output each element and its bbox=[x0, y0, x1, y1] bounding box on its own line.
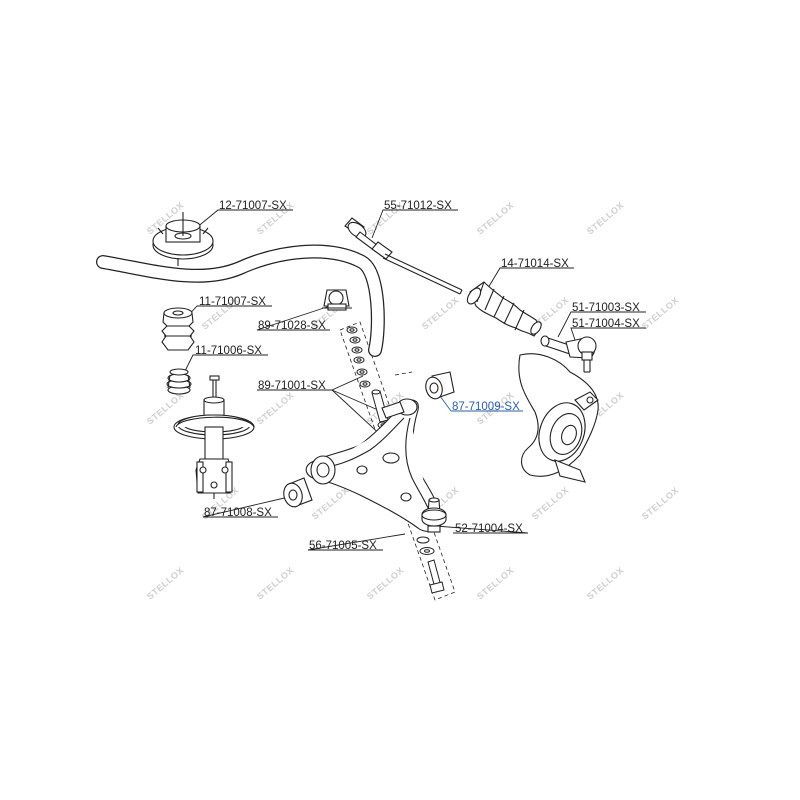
watermark-text: STELLOX bbox=[255, 565, 296, 602]
label-control-arm[interactable]: 56-71005-SX bbox=[309, 540, 377, 552]
assembly-guide bbox=[339, 321, 456, 601]
label-ball-joint[interactable]: 52-71004-SX bbox=[455, 523, 523, 535]
rear-arm-bushing-drawing bbox=[425, 371, 455, 400]
control-arm-drawing bbox=[305, 398, 443, 532]
tie-rod-drawing bbox=[344, 217, 463, 295]
watermark-text: STELLOX bbox=[585, 565, 626, 602]
watermark-text: STELLOX bbox=[475, 565, 516, 602]
label-stabilizer-link-kit[interactable]: 89-71001-SX bbox=[258, 380, 326, 392]
watermark-text: STELLOX bbox=[475, 200, 516, 237]
watermark-text: STELLOX bbox=[640, 295, 681, 332]
steering-boot-drawing bbox=[466, 281, 542, 337]
label-bump-stop[interactable]: 11-71007-SX bbox=[199, 296, 266, 308]
watermark-text: STELLOX bbox=[640, 485, 681, 522]
link-washer-hole bbox=[356, 358, 362, 362]
watermark-text: STELLOX bbox=[585, 200, 626, 237]
arm-bolt-drawing bbox=[416, 536, 445, 594]
link-washer-hole bbox=[359, 370, 365, 374]
label-front-arm-bushing[interactable]: 87-71008-SX bbox=[204, 507, 272, 519]
stabilizer-bar bbox=[96, 244, 385, 357]
spring-pad-drawing bbox=[166, 368, 192, 395]
label-tie-rod-end-2[interactable]: 51-71004-SX bbox=[572, 318, 640, 330]
ball-joint-drawing bbox=[421, 497, 447, 533]
watermark-text: STELLOX bbox=[530, 485, 571, 522]
leader-lines bbox=[182, 209, 646, 551]
shock-absorber-drawing bbox=[173, 375, 255, 499]
watermark-text: STELLOX bbox=[145, 565, 186, 602]
watermark-text: STELLOX bbox=[365, 565, 406, 602]
stabilizer-bushing-drawing bbox=[322, 289, 352, 311]
bump-stop-drawing bbox=[161, 307, 195, 351]
top-mount-drawing bbox=[152, 212, 214, 266]
label-stabilizer-bushing[interactable]: 89-71028-SX bbox=[258, 320, 326, 332]
label-tie-rod-end-1[interactable]: 51-71003-SX bbox=[572, 302, 640, 314]
label-rear-arm-bushing[interactable]: 87-71009-SX bbox=[452, 401, 520, 413]
watermark-text: STELLOX bbox=[255, 390, 296, 427]
link-washer-hole bbox=[362, 382, 368, 386]
steering-knuckle-drawing bbox=[518, 353, 599, 483]
label-tie-rod[interactable]: 55-71012-SX bbox=[384, 200, 452, 212]
link-washer-hole bbox=[354, 348, 360, 352]
watermark-text: STELLOX bbox=[420, 295, 461, 332]
watermark-text: STELLOX bbox=[310, 485, 351, 522]
front-arm-bushing-drawing bbox=[283, 477, 313, 508]
label-top-mount[interactable]: 12-71007-SX bbox=[219, 200, 287, 212]
link-washer-hole bbox=[349, 328, 355, 332]
label-steering-boot[interactable]: 14-71014-SX bbox=[501, 258, 569, 270]
tie-rod-end-drawing bbox=[540, 335, 597, 373]
link-washer-hole bbox=[352, 338, 358, 342]
label-spring-pad[interactable]: 11-71006-SX bbox=[195, 345, 262, 357]
